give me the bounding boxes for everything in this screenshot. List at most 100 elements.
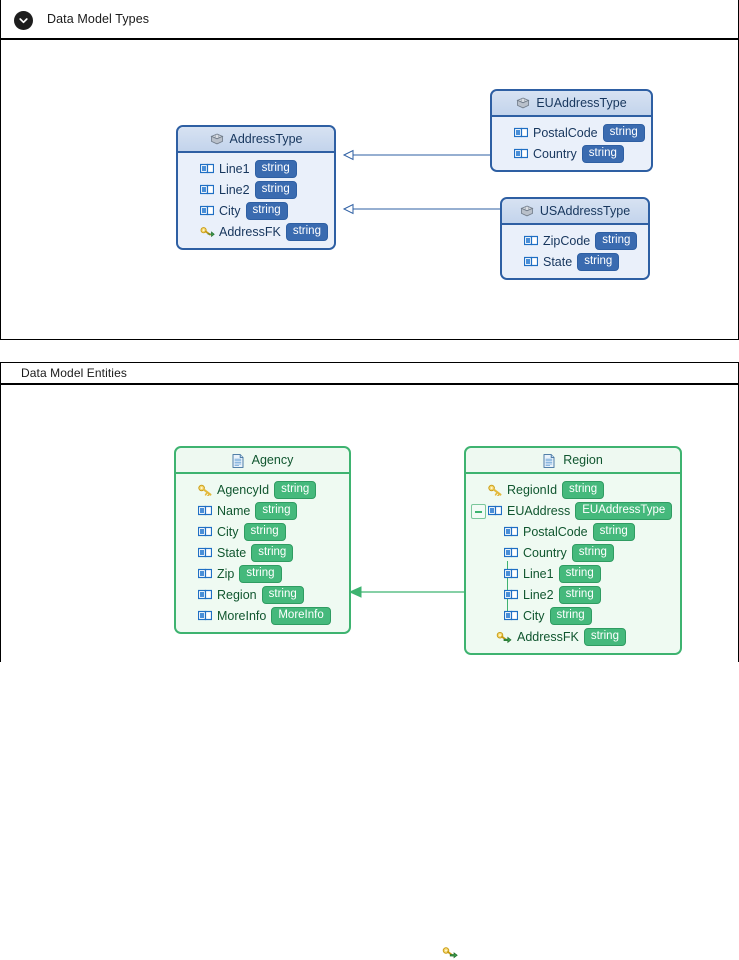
node-header: EUAddressType [492, 91, 651, 117]
node-fields: RegionId string EUAddress EUAddressType … [466, 474, 680, 653]
field-row[interactable]: State string [176, 542, 349, 563]
collapse-toggle-icon[interactable] [471, 504, 486, 519]
field-row[interactable]: Zip string [176, 563, 349, 584]
field-icon [200, 163, 214, 175]
field-icon [198, 547, 212, 559]
field-type-badge: string [254, 180, 297, 199]
field-icon [198, 505, 212, 517]
chevron-down-circle-icon[interactable] [14, 11, 33, 30]
field-icon [524, 256, 538, 268]
field-type-badge: string [285, 222, 328, 241]
node-title: EUAddressType [536, 96, 627, 110]
field-row[interactable]: Name string [176, 500, 349, 521]
field-type-badge: string [255, 501, 298, 520]
field-type-badge: string [261, 585, 304, 604]
field-type-badge: string [577, 252, 620, 271]
complex-type-icon [520, 205, 534, 217]
field-row[interactable]: City string [178, 200, 334, 221]
field-icon [198, 568, 212, 580]
field-name: City [217, 524, 239, 539]
field-row[interactable]: Country string [466, 542, 680, 563]
field-type-badge: string [558, 564, 601, 583]
field-name: MoreInfo [217, 608, 267, 623]
field-row[interactable]: AddressFK string [178, 221, 334, 242]
field-row-euaddress[interactable]: EUAddress EUAddressType [466, 500, 680, 521]
field-name: City [523, 608, 545, 623]
field-type-badge: string [602, 123, 645, 142]
field-icon [198, 589, 212, 601]
node-euaddresstype[interactable]: EUAddressType PostalCode string Country … [490, 89, 653, 172]
primary-key-icon [488, 484, 502, 496]
field-name: Line2 [523, 587, 554, 602]
field-icon [488, 505, 502, 517]
field-row[interactable]: PostalCode string [466, 521, 680, 542]
field-icon [504, 610, 518, 622]
entities-canvas: Agency AgencyId string [1, 385, 738, 959]
field-name: Line1 [523, 566, 554, 581]
node-agency[interactable]: Agency AgencyId string [174, 446, 351, 634]
field-row[interactable]: PostalCode string [492, 122, 651, 143]
field-type-badge: string [245, 201, 288, 220]
tree-connector-line [507, 561, 508, 614]
node-addresstype[interactable]: AddressType Line1 string Line2 string [176, 125, 336, 250]
field-name: Zip [217, 566, 235, 581]
field-type-badge: string [239, 564, 282, 583]
field-type-badge: MoreInfo [271, 606, 331, 625]
field-name: AddressFK [219, 224, 281, 239]
data-model-types-panel: Data Model Types AddressType [0, 0, 739, 340]
field-row[interactable]: Region string [176, 584, 349, 605]
field-row[interactable]: City string [466, 605, 680, 626]
field-name: State [217, 545, 247, 560]
field-icon [200, 205, 214, 217]
field-name: Country [533, 146, 577, 161]
node-header: AddressType [178, 127, 334, 153]
node-fields: ZipCode string State string [502, 225, 648, 278]
field-type-badge: string [558, 585, 601, 604]
field-icon [504, 547, 518, 559]
field-type-badge: string [254, 159, 297, 178]
node-fields: PostalCode string Country string [492, 117, 651, 170]
field-icon [198, 526, 212, 538]
node-region[interactable]: Region RegionId string [464, 446, 682, 655]
primary-key-icon [198, 484, 212, 496]
field-row[interactable]: Line2 string [178, 179, 334, 200]
field-name: Line1 [219, 161, 250, 176]
field-icon [504, 589, 518, 601]
field-name: ZipCode [543, 233, 591, 248]
field-type-badge: string [274, 480, 317, 499]
field-name: RegionId [507, 482, 558, 497]
foreign-key-icon [496, 631, 512, 643]
field-row[interactable]: Line2 string [466, 584, 680, 605]
field-name: State [543, 254, 573, 269]
field-row[interactable]: City string [176, 521, 349, 542]
field-type-badge: string [581, 144, 624, 163]
field-icon [524, 235, 538, 247]
node-title: USAddressType [539, 204, 631, 218]
page-title: Data Model Entities [21, 366, 127, 380]
field-row[interactable]: RegionId string [466, 479, 680, 500]
field-row[interactable]: Line1 string [466, 563, 680, 584]
field-icon [514, 127, 528, 139]
field-row[interactable]: Line1 string [178, 158, 334, 179]
entity-icon [543, 454, 557, 468]
field-row[interactable]: AgencyId string [176, 479, 349, 500]
field-row[interactable]: ZipCode string [502, 230, 648, 251]
field-name: EUAddress [507, 503, 571, 518]
node-title: Region [563, 453, 603, 467]
node-header: Region [466, 448, 680, 474]
node-header: USAddressType [502, 199, 648, 225]
field-icon [198, 610, 212, 622]
field-type-badge: string [549, 606, 592, 625]
field-row[interactable]: AddressFK string [466, 626, 680, 647]
field-row[interactable]: Country string [492, 143, 651, 164]
field-name: AgencyId [217, 482, 270, 497]
node-fields: Line1 string Line2 string City string [178, 153, 334, 248]
field-row[interactable]: MoreInfo MoreInfo [176, 605, 349, 626]
types-panel-header: Data Model Types [1, 0, 738, 40]
node-usaddresstype[interactable]: USAddressType ZipCode string State strin… [500, 197, 650, 280]
node-title: Agency [251, 453, 294, 467]
field-name: Region [217, 587, 257, 602]
field-icon [514, 148, 528, 160]
entity-icon [232, 454, 246, 468]
field-row[interactable]: State string [502, 251, 648, 272]
